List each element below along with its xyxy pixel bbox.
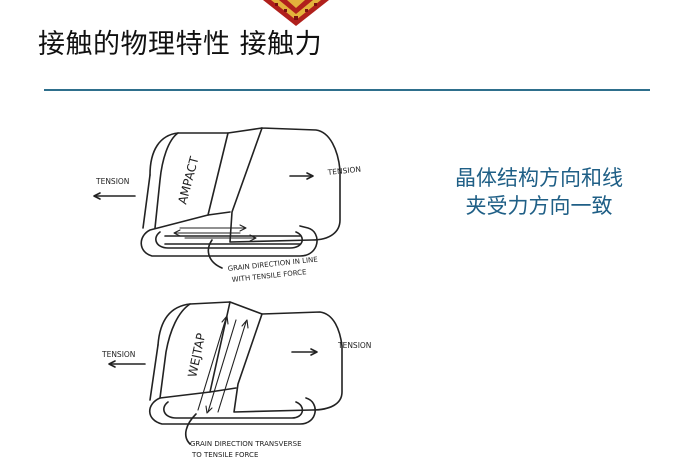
bottom-note-line1: GRAIN DIRECTION TRANSVERSE	[190, 440, 302, 448]
ornament-logo-icon	[263, 0, 329, 26]
title-divider	[44, 89, 650, 91]
caption-line-1: 晶体结构方向和线	[455, 166, 623, 190]
bottom-grain-arrows	[197, 315, 249, 414]
top-tension-left-label: TENSION	[95, 177, 129, 186]
bottom-connector-drawing	[148, 301, 343, 425]
slide-title: 接触的物理特性 接触力	[38, 29, 323, 60]
top-tape-label: AMPACT	[175, 154, 201, 205]
caption-line-2: 夹受力方向一致	[465, 194, 613, 218]
top-tension-right-label: TENSION	[326, 165, 361, 178]
top-connector-drawing	[140, 127, 341, 257]
top-grain-arrows	[173, 224, 257, 242]
bottom-tension-left-label: TENSION	[101, 350, 135, 359]
caption: 晶体结构方向和线 夹受力方向一致	[432, 164, 646, 220]
bottom-tension-right-label: TENSION	[337, 341, 371, 350]
bottom-tape-label: WEJTAP	[185, 332, 208, 379]
bottom-note-line2: TO TENSILE FORCE	[191, 451, 258, 459]
